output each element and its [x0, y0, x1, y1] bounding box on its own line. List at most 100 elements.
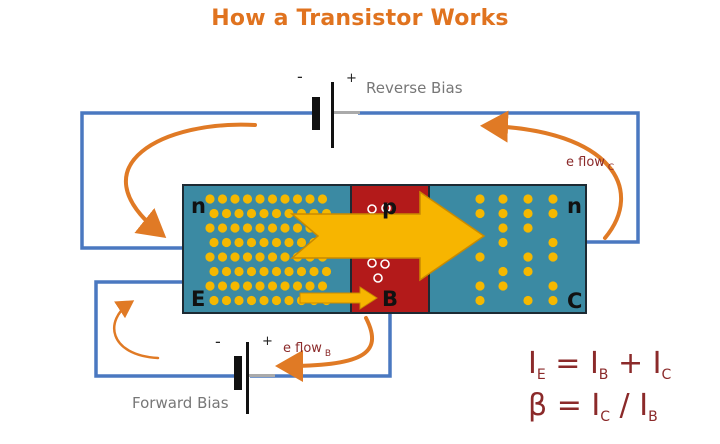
flow-arrow-bottom-left [113, 300, 160, 360]
electron [217, 281, 228, 291]
electron [259, 266, 269, 277]
forward-plus-sign: + [262, 334, 273, 349]
electron [221, 208, 232, 219]
electron [305, 281, 315, 291]
bottom-left-wire [94, 280, 236, 378]
electron [205, 223, 215, 233]
flow-arrow-top-left [123, 122, 257, 239]
electron [230, 252, 240, 262]
forward-bias-label: Forward Bias [132, 394, 229, 412]
electron [205, 194, 215, 204]
electron [523, 266, 533, 277]
electron [209, 295, 219, 306]
electron [246, 295, 257, 306]
electron [475, 208, 485, 219]
electron [255, 223, 265, 233]
electron [234, 208, 244, 219]
electron [255, 252, 265, 262]
electron [267, 194, 278, 204]
electron [259, 208, 269, 219]
electron [498, 223, 508, 233]
electron [498, 208, 508, 219]
electron [309, 266, 319, 277]
electron [305, 194, 315, 204]
reverse-bias-label: Reverse Bias [366, 79, 463, 97]
electron [205, 252, 215, 262]
electron [292, 194, 303, 204]
electron [284, 266, 294, 277]
electron [255, 281, 265, 291]
electron [292, 223, 303, 233]
electron [209, 266, 219, 277]
electron [205, 281, 215, 291]
electron [255, 194, 265, 204]
electron [284, 208, 294, 219]
electron [246, 266, 257, 277]
electron [267, 252, 278, 262]
electron [230, 223, 240, 233]
collector-label: C [567, 289, 582, 313]
electron [209, 208, 219, 219]
electron [230, 194, 240, 204]
beta-equation: β = IC / IB [528, 388, 658, 425]
collector-type-label: n [567, 194, 582, 218]
electron [292, 281, 303, 291]
base-type-label: p [382, 195, 397, 219]
electron [284, 295, 294, 306]
electron [234, 237, 244, 248]
base-current-arrow [299, 286, 378, 310]
electron [267, 223, 278, 233]
electron [475, 281, 485, 291]
forward-minus-sign: - [215, 332, 221, 351]
base-holes [367, 203, 391, 283]
reverse-minus-sign: - [297, 67, 303, 86]
electron [523, 252, 533, 262]
electron [548, 281, 558, 291]
electron [259, 295, 269, 306]
electron [259, 237, 269, 248]
electron-flow-arrows [113, 110, 624, 382]
electron [475, 295, 485, 306]
diagram-title: How a Transistor Works [211, 6, 509, 31]
electron [296, 266, 307, 277]
electron [498, 281, 508, 291]
electron [280, 194, 290, 204]
electron [221, 237, 232, 248]
electron [523, 295, 533, 306]
electron [242, 223, 253, 233]
electron [523, 223, 533, 233]
electron [317, 281, 328, 291]
electron [217, 194, 228, 204]
electron [280, 252, 290, 262]
electron [548, 208, 558, 219]
electron [230, 281, 240, 291]
electron [234, 295, 244, 306]
electron [271, 295, 282, 306]
emitter-label: E [191, 287, 205, 311]
electron [475, 252, 485, 262]
electron [498, 266, 508, 277]
electron [548, 295, 558, 306]
electron [271, 266, 282, 277]
current-equation: IE = IB + IC [528, 346, 672, 383]
base-label: B [382, 287, 398, 311]
electron [280, 281, 290, 291]
electron [221, 266, 232, 277]
top-left-wire [80, 111, 316, 250]
electron [548, 252, 558, 262]
electron [221, 295, 232, 306]
electron [271, 208, 282, 219]
reverse-plus-sign: + [346, 71, 357, 86]
reverse-bias-battery [312, 82, 360, 148]
electron [242, 194, 253, 204]
electron [317, 194, 328, 204]
electron [246, 237, 257, 248]
electron [217, 252, 228, 262]
electron [242, 252, 253, 262]
electron [296, 237, 307, 248]
electron [321, 266, 332, 277]
flow-arrow-base [275, 316, 375, 382]
